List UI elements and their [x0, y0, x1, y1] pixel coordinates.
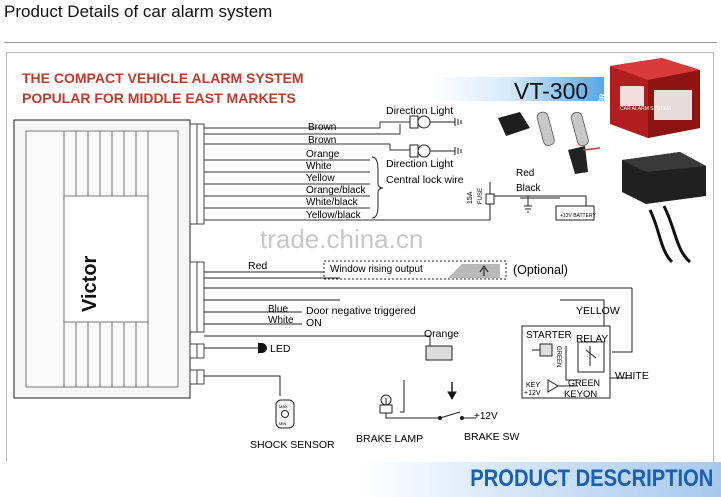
label-white-black: White/black [306, 197, 359, 208]
label-brown-1: Brown [308, 122, 336, 133]
label-green-vertical: GREEN [555, 346, 561, 367]
label-white: White [306, 161, 332, 172]
label-power-black: Black [516, 183, 541, 194]
model-name: VT-300 [514, 78, 588, 104]
brain-brand: Victor [79, 255, 101, 312]
label-max: MAX [279, 404, 288, 409]
label-yellow-black: Yellow/black [306, 210, 362, 221]
label-brown-2: Brown [308, 135, 336, 146]
direction-light-bulbs [409, 115, 462, 158]
label-window-red: Red [248, 260, 267, 272]
label-central-lock: Central lock wire [386, 174, 464, 186]
brake-pedal-icon [425, 345, 453, 361]
label-window-output: Window rising output [330, 264, 423, 275]
label-orange-2: Orange [424, 328, 459, 340]
label-battery: +12V BATTERY [560, 213, 596, 219]
product-box-label: CAR ALARM SYSTEM [620, 106, 671, 112]
led-icon [258, 343, 267, 353]
headline-line-2: POPULAR FOR MIDDLE EAST MARKETS [22, 90, 296, 106]
label-starter: STARTER [526, 330, 572, 341]
label-direction-light: Direction Light [386, 158, 453, 170]
wire-brace [371, 156, 384, 219]
label-orange-black: Orange/black [306, 185, 366, 196]
footer-banner [0, 462, 721, 497]
starter-relay-box [521, 325, 632, 399]
label-green: GREEN [568, 378, 600, 388]
page-title: Product Details of car alarm system [4, 2, 273, 21]
label-blue: Blue [268, 304, 288, 315]
label-direction-light-top: Direction Light [386, 105, 453, 117]
headline-line-1: THE COMPACT VEHICLE ALARM SYSTEM [22, 70, 304, 86]
connector-blocks [189, 123, 205, 385]
label-door-trigger: Door negative triggered [306, 305, 416, 317]
brain-unit: Victor [13, 119, 191, 399]
shock-sensor-icon [275, 399, 295, 429]
remotes-image [498, 111, 601, 174]
watermark: trade.china.cn [260, 224, 423, 254]
label-shock-sensor: SHOCK SENSOR [250, 439, 335, 451]
label-min: MIN [279, 421, 286, 426]
label-orange: Orange [306, 149, 340, 160]
header-divider [4, 42, 717, 43]
label-relay: RELAY [576, 334, 608, 345]
product-box-brand: VICTOR [595, 93, 606, 120]
label-brake-lamp: BRAKE LAMP [356, 433, 423, 445]
label-white-3: WHITE [615, 370, 649, 382]
label-yellow: Yellow [306, 173, 335, 184]
label-fuse-amp: 15A [467, 191, 474, 204]
label-key: KEY [526, 382, 540, 389]
label-key-12v: +12V [524, 390, 541, 397]
product-box-image: VICTOR CAR ALARM SYSTEM [595, 58, 700, 138]
label-optional: (Optional) [513, 263, 568, 277]
footer-title: PRODUCT DESCRIPTION [469, 465, 713, 492]
label-yellow-2: YELLOW [576, 305, 620, 317]
control-module-image [622, 152, 706, 264]
label-brake-sw: BRAKE SW [464, 431, 520, 443]
label-white-2: White [268, 315, 294, 326]
label-fuse: FUSE [478, 188, 484, 204]
label-plus12: +12V [474, 411, 498, 422]
label-on: ON [306, 317, 322, 329]
page-header: Product Details of car alarm system [0, 0, 721, 46]
label-keyon: KEYON [564, 389, 597, 400]
label-led: LED [270, 343, 291, 355]
label-power-red: Red [516, 168, 534, 179]
model-banner [430, 77, 604, 101]
